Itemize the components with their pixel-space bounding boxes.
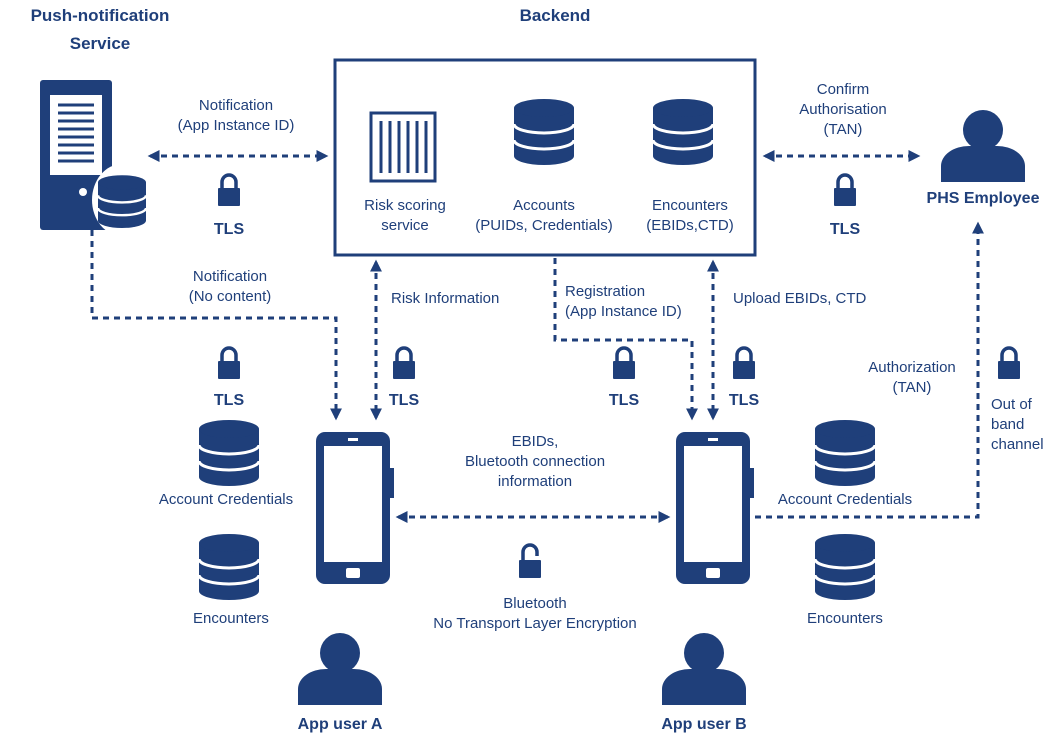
notification-no-content-line2: (No content) [189,288,272,305]
lock-icon [731,346,757,381]
backend-title: Backend [520,6,591,25]
accounts-database-icon [512,97,576,167]
registration-link [553,258,698,421]
push-service-title-line2: Service [70,34,131,53]
risk-scoring-icon [369,111,437,183]
risk-information-label: Risk Information [391,290,499,307]
user-b-encounters-database-icon [813,532,877,602]
user-b-encounters-label: Encounters [807,610,883,627]
user-a-encounters-label: Encounters [193,610,269,627]
confirm-auth-line2: Authorisation [799,101,887,118]
user-b-credentials-label: Account Credentials [778,491,912,508]
push-appA-link [90,230,342,421]
app-user-b-label: App user B [661,716,746,733]
accounts-label-line1: Accounts [513,197,575,214]
app-user-b-icon [662,633,746,705]
lock-icon [996,346,1022,381]
confirm-auth-line1: Confirm [817,81,870,98]
lock-icon [216,173,242,208]
out-of-band-line2: band [991,416,1024,433]
user-b-credentials-database-icon [813,418,877,488]
notification-no-content-line1: Notification [193,268,267,285]
tls-label: TLS [729,392,760,409]
risk-scoring-label-line1: Risk scoring [364,197,446,214]
out-of-band-line3: channel [991,436,1044,453]
user-a-encounters-database-icon [197,532,261,602]
bluetooth-line1: Bluetooth [503,595,566,612]
user-a-credentials-label: Account Credentials [159,491,293,508]
confirm-auth-line3: (TAN) [824,121,863,138]
ebids-bt-line2: Bluetooth connection [465,453,605,470]
backend-box [333,58,757,257]
app-user-b-phone-icon [676,432,754,584]
encounters-database-icon [651,97,715,167]
backend-encounters-label-line1: Encounters [652,197,728,214]
lock-icon [216,346,242,381]
risk-scoring-label-line2: service [381,217,429,234]
notification-app-id-line2: (App Instance ID) [178,117,295,134]
app-user-a-icon [298,633,382,705]
registration-line2: (App Instance ID) [565,303,682,320]
registration-line1: Registration [565,283,645,300]
authorization-line1: Authorization [868,359,956,376]
backend-encounters-label-line2: (EBIDs,CTD) [646,217,734,234]
lock-icon [832,173,858,208]
user-a-credentials-database-icon [197,418,261,488]
lock-icon [391,346,417,381]
push-service-title-line1: Push-notification [31,6,170,25]
ebids-bt-line3: information [498,473,572,490]
tls-label: TLS [389,392,420,409]
upload-label: Upload EBIDs, CTD [733,290,867,307]
authorization-line2: (TAN) [893,379,932,396]
bluetooth-line2: No Transport Layer Encryption [433,615,636,632]
tls-label: TLS [609,392,640,409]
push-server-database-icon [92,164,152,236]
ebids-bt-line1: EBIDs, [512,433,559,450]
tls-label: TLS [214,392,245,409]
app-user-a-phone-icon [316,432,394,584]
out-of-band-line1: Out of [991,396,1033,413]
tls-label: TLS [214,221,245,238]
phs-employee-icon [941,110,1025,182]
phs-employee-label: PHS Employee [927,190,1040,207]
notification-app-id-line1: Notification [199,97,273,114]
app-user-a-label: App user A [298,716,383,733]
out-of-band-link [755,221,984,519]
lock-icon [611,346,637,381]
unlocked-lock-icon [517,543,543,580]
accounts-label-line2: (PUIDs, Credentials) [475,217,613,234]
tls-label: TLS [830,221,861,238]
